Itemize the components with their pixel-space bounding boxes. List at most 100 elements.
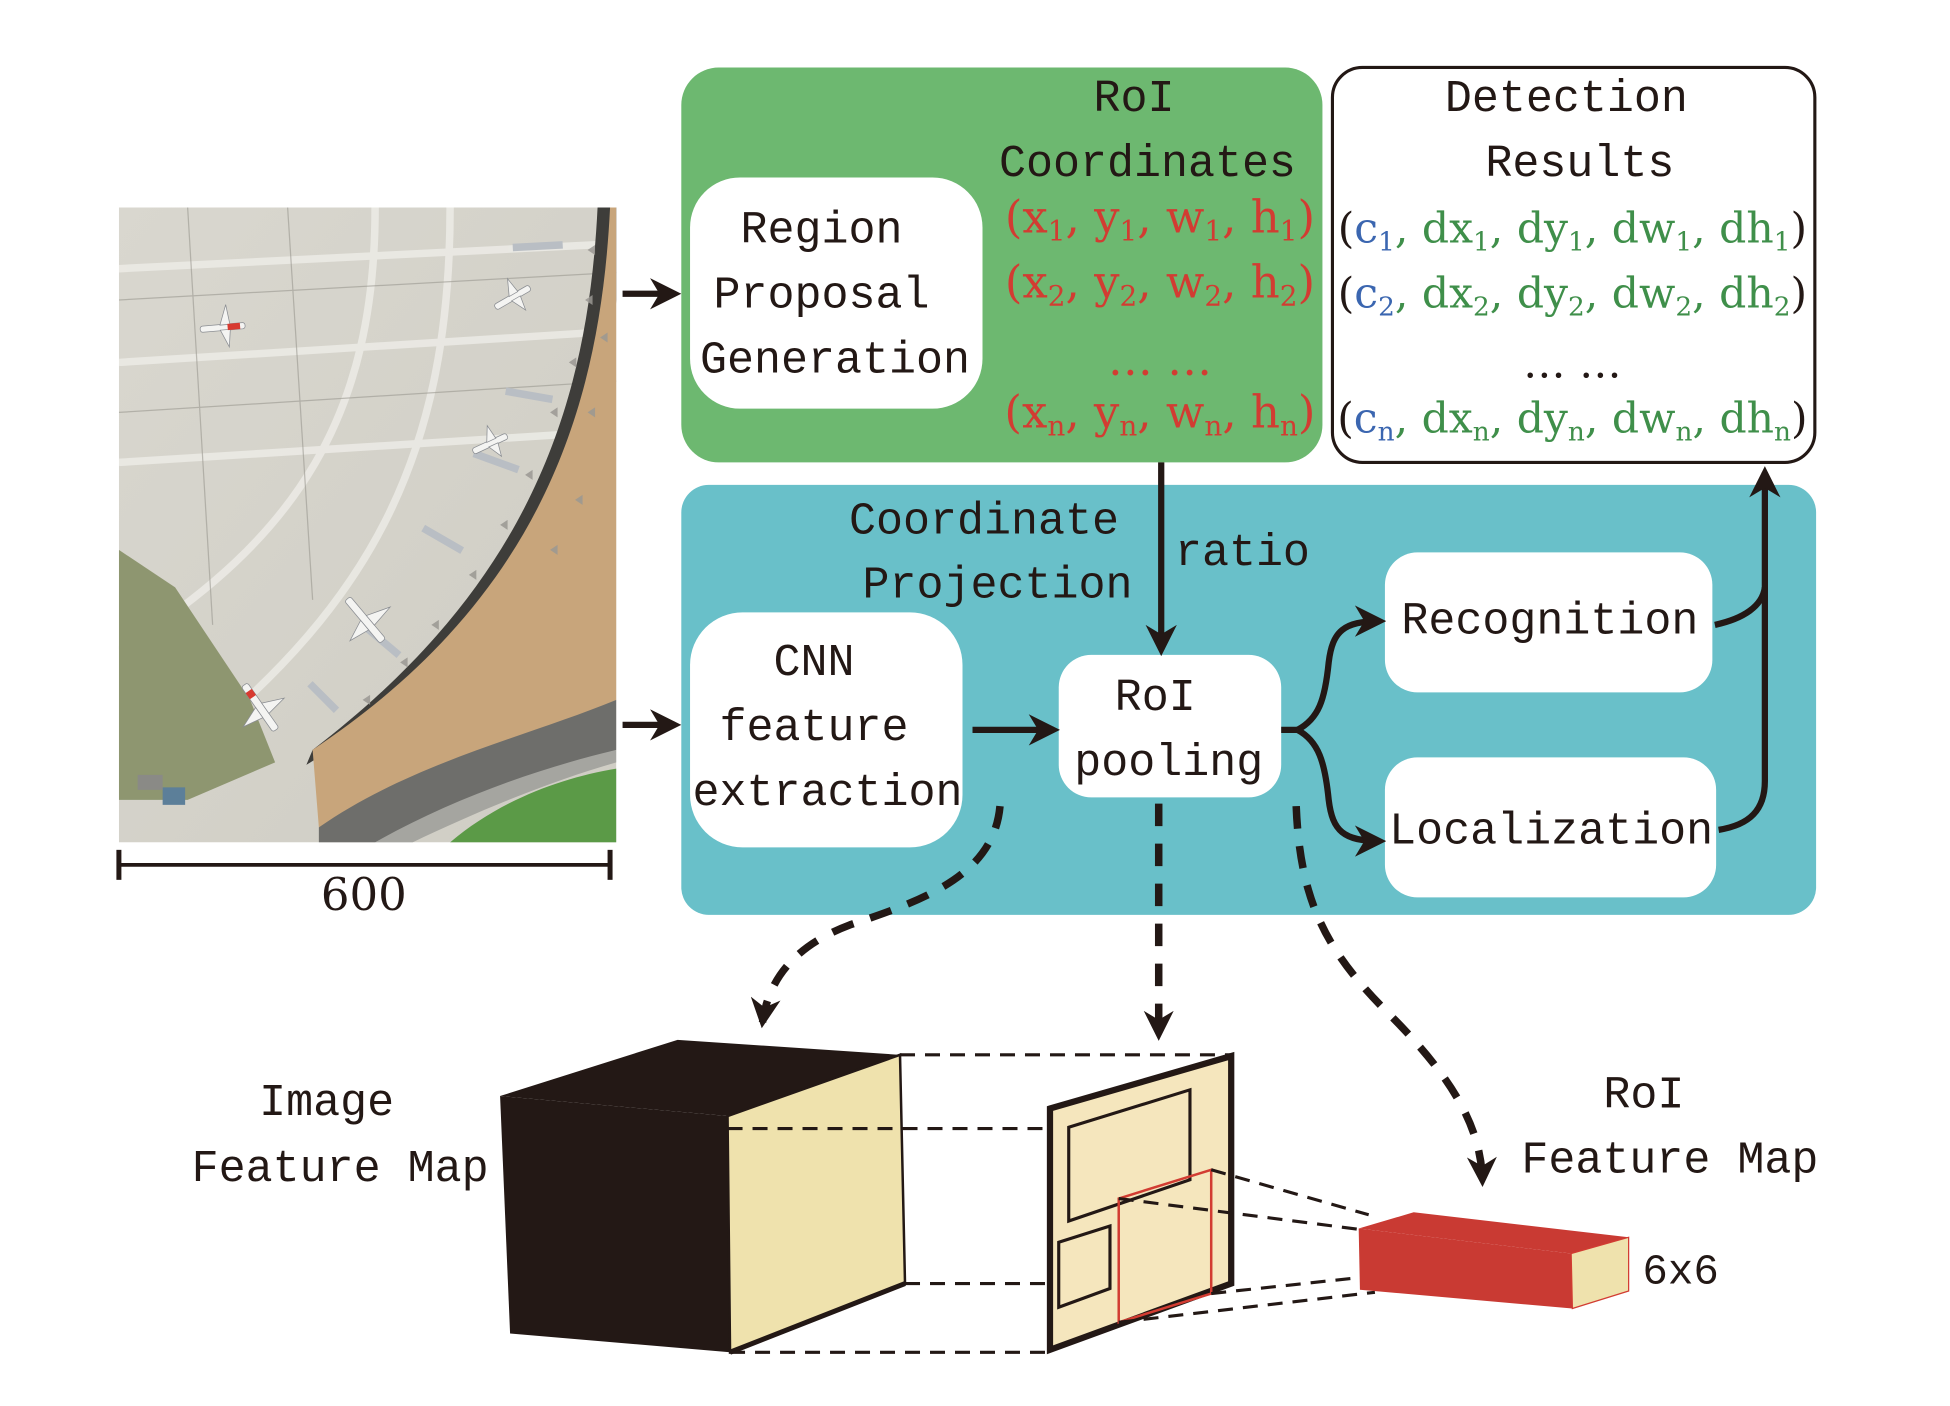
cube-front-face [500,1096,731,1353]
ellipsis-text: … … [1523,339,1621,388]
coord-subscript: 2 [1280,280,1298,313]
roi-pooling-node[interactable] [1058,654,1282,798]
offset-subscript: 1 [1774,227,1791,257]
image-feature-map-label-2: Feature Map [192,1144,489,1195]
class-subscript: 1 [1378,227,1395,257]
offset-symbol: dx [1422,269,1473,318]
offset-symbol: dy [1517,269,1568,318]
roi-coords-title-line-2: Coordinates [999,139,1296,190]
comma: , [1692,394,1719,443]
class-subscript: n [1378,417,1395,447]
coord-subscript: 2 [1204,280,1222,313]
coord-symbol: x [1022,190,1047,243]
coord-subscript: 1 [1204,215,1222,248]
coord-subscript: n [1119,410,1137,443]
localization-label: Localization [1389,807,1713,858]
comma: , [1585,269,1612,318]
ellipsis-text: … … [1108,333,1212,386]
rpn-node-line-1: Region [741,205,903,256]
svg-text:CNN feature extrac: CNN feature extraction [693,638,963,819]
coord-symbol: y [1093,190,1120,243]
input-aerial-image [118,207,617,843]
open-paren: ( [1004,385,1022,438]
results-ellipsis: … … [1523,339,1621,388]
comma: , [1395,394,1422,443]
roi-pool-line-2: pooling [1074,738,1263,789]
offset-symbol: dx [1422,204,1473,253]
detection-result-tuple: (c1, dx1, dy1, dw1, dh1) [1338,204,1807,257]
coord-symbol: h [1251,190,1280,243]
offset-symbol: dh [1719,204,1774,253]
roi-feature-map-label-2: Feature Map [1521,1135,1818,1186]
roi-block-end [1570,1236,1630,1310]
svg-text:Image Feature Map: Image Feature Map [192,1078,489,1195]
offset-subscript: 2 [1568,292,1585,322]
roi-coordinate-tuple: (x1, y1, w1, h1) [1005,190,1315,247]
plane-face [1046,1051,1235,1355]
comma: , [1490,394,1517,443]
comma: , [1222,385,1251,438]
proposal-box-small [1057,1223,1112,1310]
offset-subscript: 1 [1568,227,1585,257]
offset-subscript: 1 [1473,227,1490,257]
cnn-feature-extraction-node[interactable] [690,612,963,848]
coord-symbol: y [1093,255,1120,308]
cnn-to-image-feature-map-dashed-arrow [750,805,1004,1029]
localization-to-results-arrow [1718,466,1781,833]
comma: , [1692,204,1719,253]
coord-symbol: w [1166,255,1205,308]
offset-symbol: dw [1612,269,1676,318]
comma: , [1585,394,1612,443]
results-title-line-2: Results [1485,139,1674,190]
offset-symbol: dh [1719,394,1774,443]
pooling-to-localization-arrow [1295,727,1387,857]
coord-subscript: n [1047,410,1065,443]
offset-symbol: dx [1422,394,1473,443]
coord-symbol: x [1022,385,1047,438]
svg-text:Region Proposal Ge: Region Proposal Generation [700,205,970,386]
comma: , [1490,204,1517,253]
comma: , [1222,190,1251,243]
comma: , [1585,204,1612,253]
pooling-to-roi-feature-map-dashed-arrow [1292,805,1497,1188]
coord-symbol: y [1093,385,1120,438]
comma: , [1222,255,1251,308]
class-subscript: 2 [1378,292,1395,322]
coord-subscript: 1 [1280,215,1298,248]
coord-subscript: n [1280,410,1298,443]
comma: , [1066,190,1095,243]
cube-to-plane-projection-lines [727,1053,1232,1354]
open-paren: ( [1337,394,1354,443]
cnn-node-line-3: extraction [693,768,963,819]
roi-to-block-projection-lines [1118,1168,1376,1324]
detection-results-border [1330,65,1817,464]
comma: , [1490,269,1517,318]
image-feature-map-cube [500,1039,907,1355]
recognition-node[interactable] [1384,552,1713,693]
comma: , [1065,385,1094,438]
coord-symbol: h [1251,255,1280,308]
roi-feature-map-block [1358,1212,1630,1310]
proposal-feature-plane [1046,1051,1235,1355]
coord-subscript: 2 [1120,280,1138,313]
svg-text:RoI Coordinates: RoI Coordinates [999,74,1296,190]
open-paren: ( [1005,190,1023,243]
class-symbol: c [1354,269,1378,318]
projection-label-line-2: Projection [863,560,1133,611]
close-paren: ) [1791,394,1808,443]
region-proposal-node[interactable] [690,177,983,409]
coord-subscript: n [1204,410,1222,443]
offset-subscript: n [1473,417,1490,447]
localization-node[interactable] [1384,757,1717,898]
coord-symbol: x [1022,255,1047,308]
offset-symbol: dw [1612,204,1676,253]
close-paren: ) [1298,190,1316,243]
roi-pool-line-1: RoI [1115,673,1196,724]
offset-subscript: 2 [1675,292,1692,322]
offset-subscript: 2 [1473,292,1490,322]
svg-text:Coordinate Projection: Coordinate Projection [849,497,1146,612]
offset-subscript: n [1774,417,1791,447]
offset-subscript: 1 [1675,227,1692,257]
image-feature-map-label-1: Image [259,1078,394,1129]
